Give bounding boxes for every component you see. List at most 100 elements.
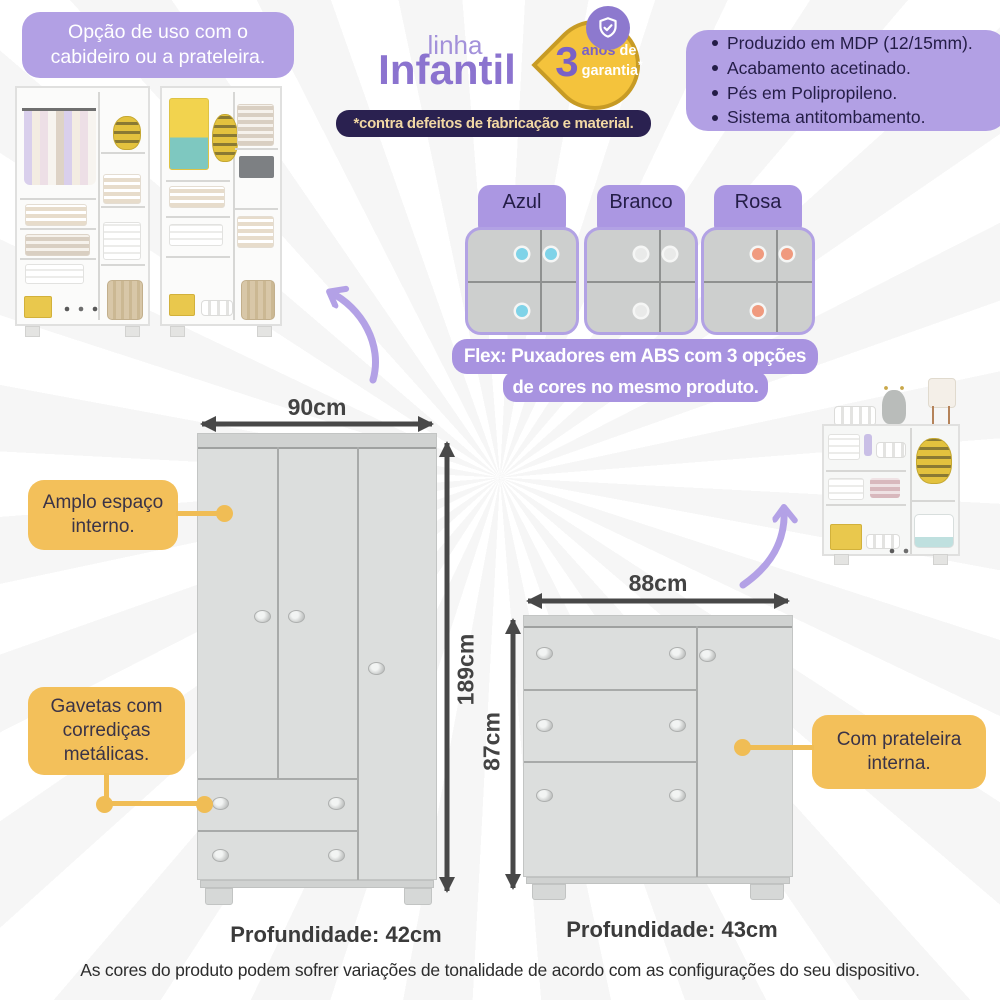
- storage-basket: [106, 280, 143, 320]
- dresser-foot: [750, 884, 784, 900]
- warranty-word-de: de: [619, 43, 637, 60]
- yellow-crate: [830, 524, 862, 550]
- warranty-disclaimer-banner: *contra defeitos de fabricação e materia…: [336, 110, 651, 137]
- drawer-line: [468, 281, 576, 283]
- feature-text: Produzido em MDP (12/15mm).: [727, 32, 973, 53]
- photo-divider: [909, 428, 912, 554]
- feature-text: Pés em Polipropileno.: [727, 82, 898, 103]
- decor-lamp-legs: [932, 406, 950, 424]
- knob: [515, 248, 528, 261]
- dresser-styled-photo: [822, 378, 962, 574]
- shelf-line: [165, 256, 231, 258]
- hanging-clothes: [23, 111, 96, 185]
- knob: [634, 305, 647, 318]
- drawer-knob: [536, 789, 553, 802]
- shelf-line: [100, 206, 146, 208]
- door-knob: [288, 610, 305, 623]
- drawer-knob: [536, 647, 553, 660]
- folded-linens: [169, 186, 226, 208]
- color-option-front: [584, 227, 698, 335]
- callout-dot: [196, 796, 213, 813]
- decor-lamp-shade: [928, 378, 956, 408]
- shelf-line: [165, 216, 231, 218]
- pink-folded-stack: [870, 478, 900, 498]
- hanging-rod: [22, 108, 96, 111]
- callout-interior-space: Amplo espaço interno.: [28, 480, 178, 550]
- decor-deer-antlers: [880, 384, 908, 392]
- diaper-bag: [914, 514, 954, 548]
- wardrobe-top-board: [198, 434, 436, 449]
- photo-divider: [232, 92, 235, 320]
- yellow-box: [169, 294, 196, 316]
- shelf-line: [235, 148, 278, 150]
- folded-linens: [24, 204, 88, 226]
- wardrobe-base: [200, 880, 434, 888]
- knob: [663, 248, 676, 261]
- warranty-word-garantia: garantia: [581, 63, 639, 80]
- wardrobe-depth-label: Profundidade: 42cm: [230, 922, 442, 947]
- callout-connector: [104, 773, 109, 805]
- towel-rolls: [828, 478, 864, 500]
- drawer-knob: [669, 789, 686, 802]
- yellow-box: [23, 296, 52, 318]
- door-knob: [699, 649, 716, 662]
- drawer-knob: [212, 797, 229, 810]
- wire-basket-cloths: [828, 434, 860, 460]
- towel-stack: [169, 224, 223, 246]
- door-knob: [254, 610, 271, 623]
- dresser-open-cabinet: [822, 424, 960, 565]
- shelf-line: [165, 180, 231, 182]
- footer-disclaimer: As cores do produto podem sofrer variaçõ…: [80, 960, 920, 980]
- feature-item: Produzido em MDP (12/15mm).: [712, 31, 973, 56]
- color-option-azul: Azul: [465, 185, 579, 335]
- baby-shoes: [884, 544, 912, 556]
- door-line: [696, 626, 698, 878]
- brand-line-label: linha: [427, 30, 483, 60]
- knob: [751, 305, 764, 318]
- cabinet-foot: [933, 554, 948, 565]
- cabinet-foot: [834, 554, 849, 565]
- drawer-line: [587, 281, 695, 283]
- shield-check-icon: [586, 6, 630, 50]
- cabinet-foot: [25, 326, 40, 337]
- wardrobe-width-label: 90cm: [287, 394, 347, 420]
- wardrobe-diagram: [197, 433, 437, 905]
- shelf-line: [100, 152, 146, 154]
- shelf-line: [235, 208, 278, 210]
- callout-connector: [176, 511, 220, 516]
- brand-name: Infantil: [378, 46, 516, 93]
- features-list: Produzido em MDP (12/15mm). Acabamento a…: [686, 31, 973, 130]
- dresser-foot: [532, 884, 566, 900]
- knob: [544, 248, 557, 261]
- drawer-knob: [328, 797, 345, 810]
- plush-bee-toy: [916, 438, 952, 484]
- towel-stack: [102, 222, 142, 260]
- wardrobe-height-label: 189cm: [452, 633, 479, 706]
- gray-storage-box: [238, 156, 275, 178]
- usage-note-bubble: Opção de uso com o cabideiro ou a pratel…: [22, 12, 294, 78]
- folded-linens: [236, 216, 275, 248]
- door-line: [357, 447, 359, 881]
- dresser-width-label: 88cm: [628, 570, 688, 596]
- drawer-line: [198, 778, 358, 780]
- feature-text: Sistema antitombamento.: [727, 107, 926, 128]
- drawer-line: [704, 281, 812, 283]
- callout-connector: [748, 745, 814, 750]
- plush-bee-backpack: [211, 114, 238, 162]
- shoes-row: [58, 302, 103, 316]
- dresser-height-label: 87cm: [478, 712, 505, 771]
- drawer-knob: [669, 719, 686, 732]
- cabinet-foot: [257, 326, 272, 337]
- feature-item: Sistema antitombamento.: [712, 105, 973, 130]
- drawer-knob: [536, 719, 553, 732]
- color-option-branco: Branco: [584, 185, 698, 335]
- feature-item: Acabamento acetinado.: [712, 56, 973, 81]
- color-option-front: [465, 227, 579, 335]
- folded-linens: [102, 174, 142, 204]
- flex-note-line1: Flex: Puxadores em ABS com 3 opções: [452, 339, 818, 374]
- drawer-line: [524, 689, 696, 691]
- wardrobe-interior-photo-hangers: [15, 86, 150, 337]
- callout-dot: [734, 739, 751, 756]
- features-bubble: Produzido em MDP (12/15mm). Acabamento a…: [686, 30, 1000, 131]
